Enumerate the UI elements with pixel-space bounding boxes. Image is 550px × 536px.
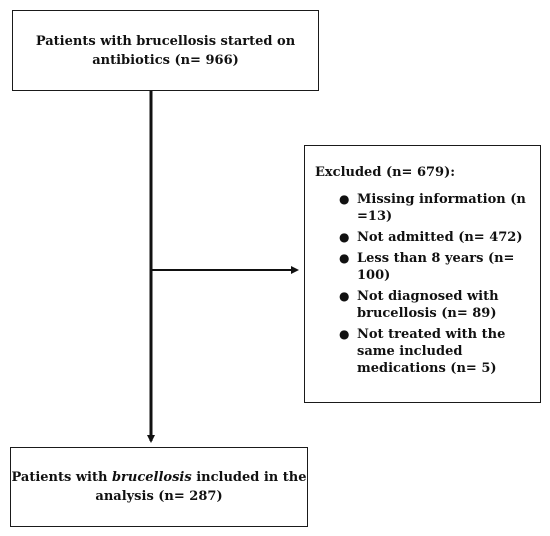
bullet-icon: ●: [339, 230, 350, 244]
bullet-icon: ●: [339, 192, 350, 206]
exclusion-reason: ●Less than 8 years (n= 100): [339, 251, 515, 283]
enrolled-line-1: Patients with brucellosis started on: [35, 33, 296, 49]
bullet-icon: ●: [339, 289, 350, 303]
enrolled-patients-box: Patients with brucellosis started on ant…: [12, 10, 319, 91]
excluded-title: Excluded (n= 679):: [315, 165, 456, 180]
bullet-icon: ●: [339, 327, 350, 341]
exclusion-reason: ●Not treated with the same included medi…: [339, 327, 506, 376]
exclusion-reasons-list: ●Missing information (n =13) ●Not admitt…: [315, 191, 532, 377]
included-line-2: analysis (n= 287): [95, 489, 223, 504]
included-line-1: Patients with brucellosis included in th…: [11, 470, 307, 485]
exclusion-reason: ●Not admitted (n= 472): [339, 230, 523, 245]
bullet-icon: ●: [339, 251, 350, 265]
exclusion-reason: ●Not diagnosed with brucellosis (n= 89): [339, 289, 499, 321]
exclusion-reason: ●Missing information (n =13): [339, 192, 526, 224]
enrolled-line-2: antibiotics (n= 966): [92, 52, 239, 68]
excluded-patients-box: Excluded (n= 679): ●Missing information …: [304, 145, 541, 403]
included-patients-box: Patients with brucellosis included in th…: [10, 447, 308, 527]
